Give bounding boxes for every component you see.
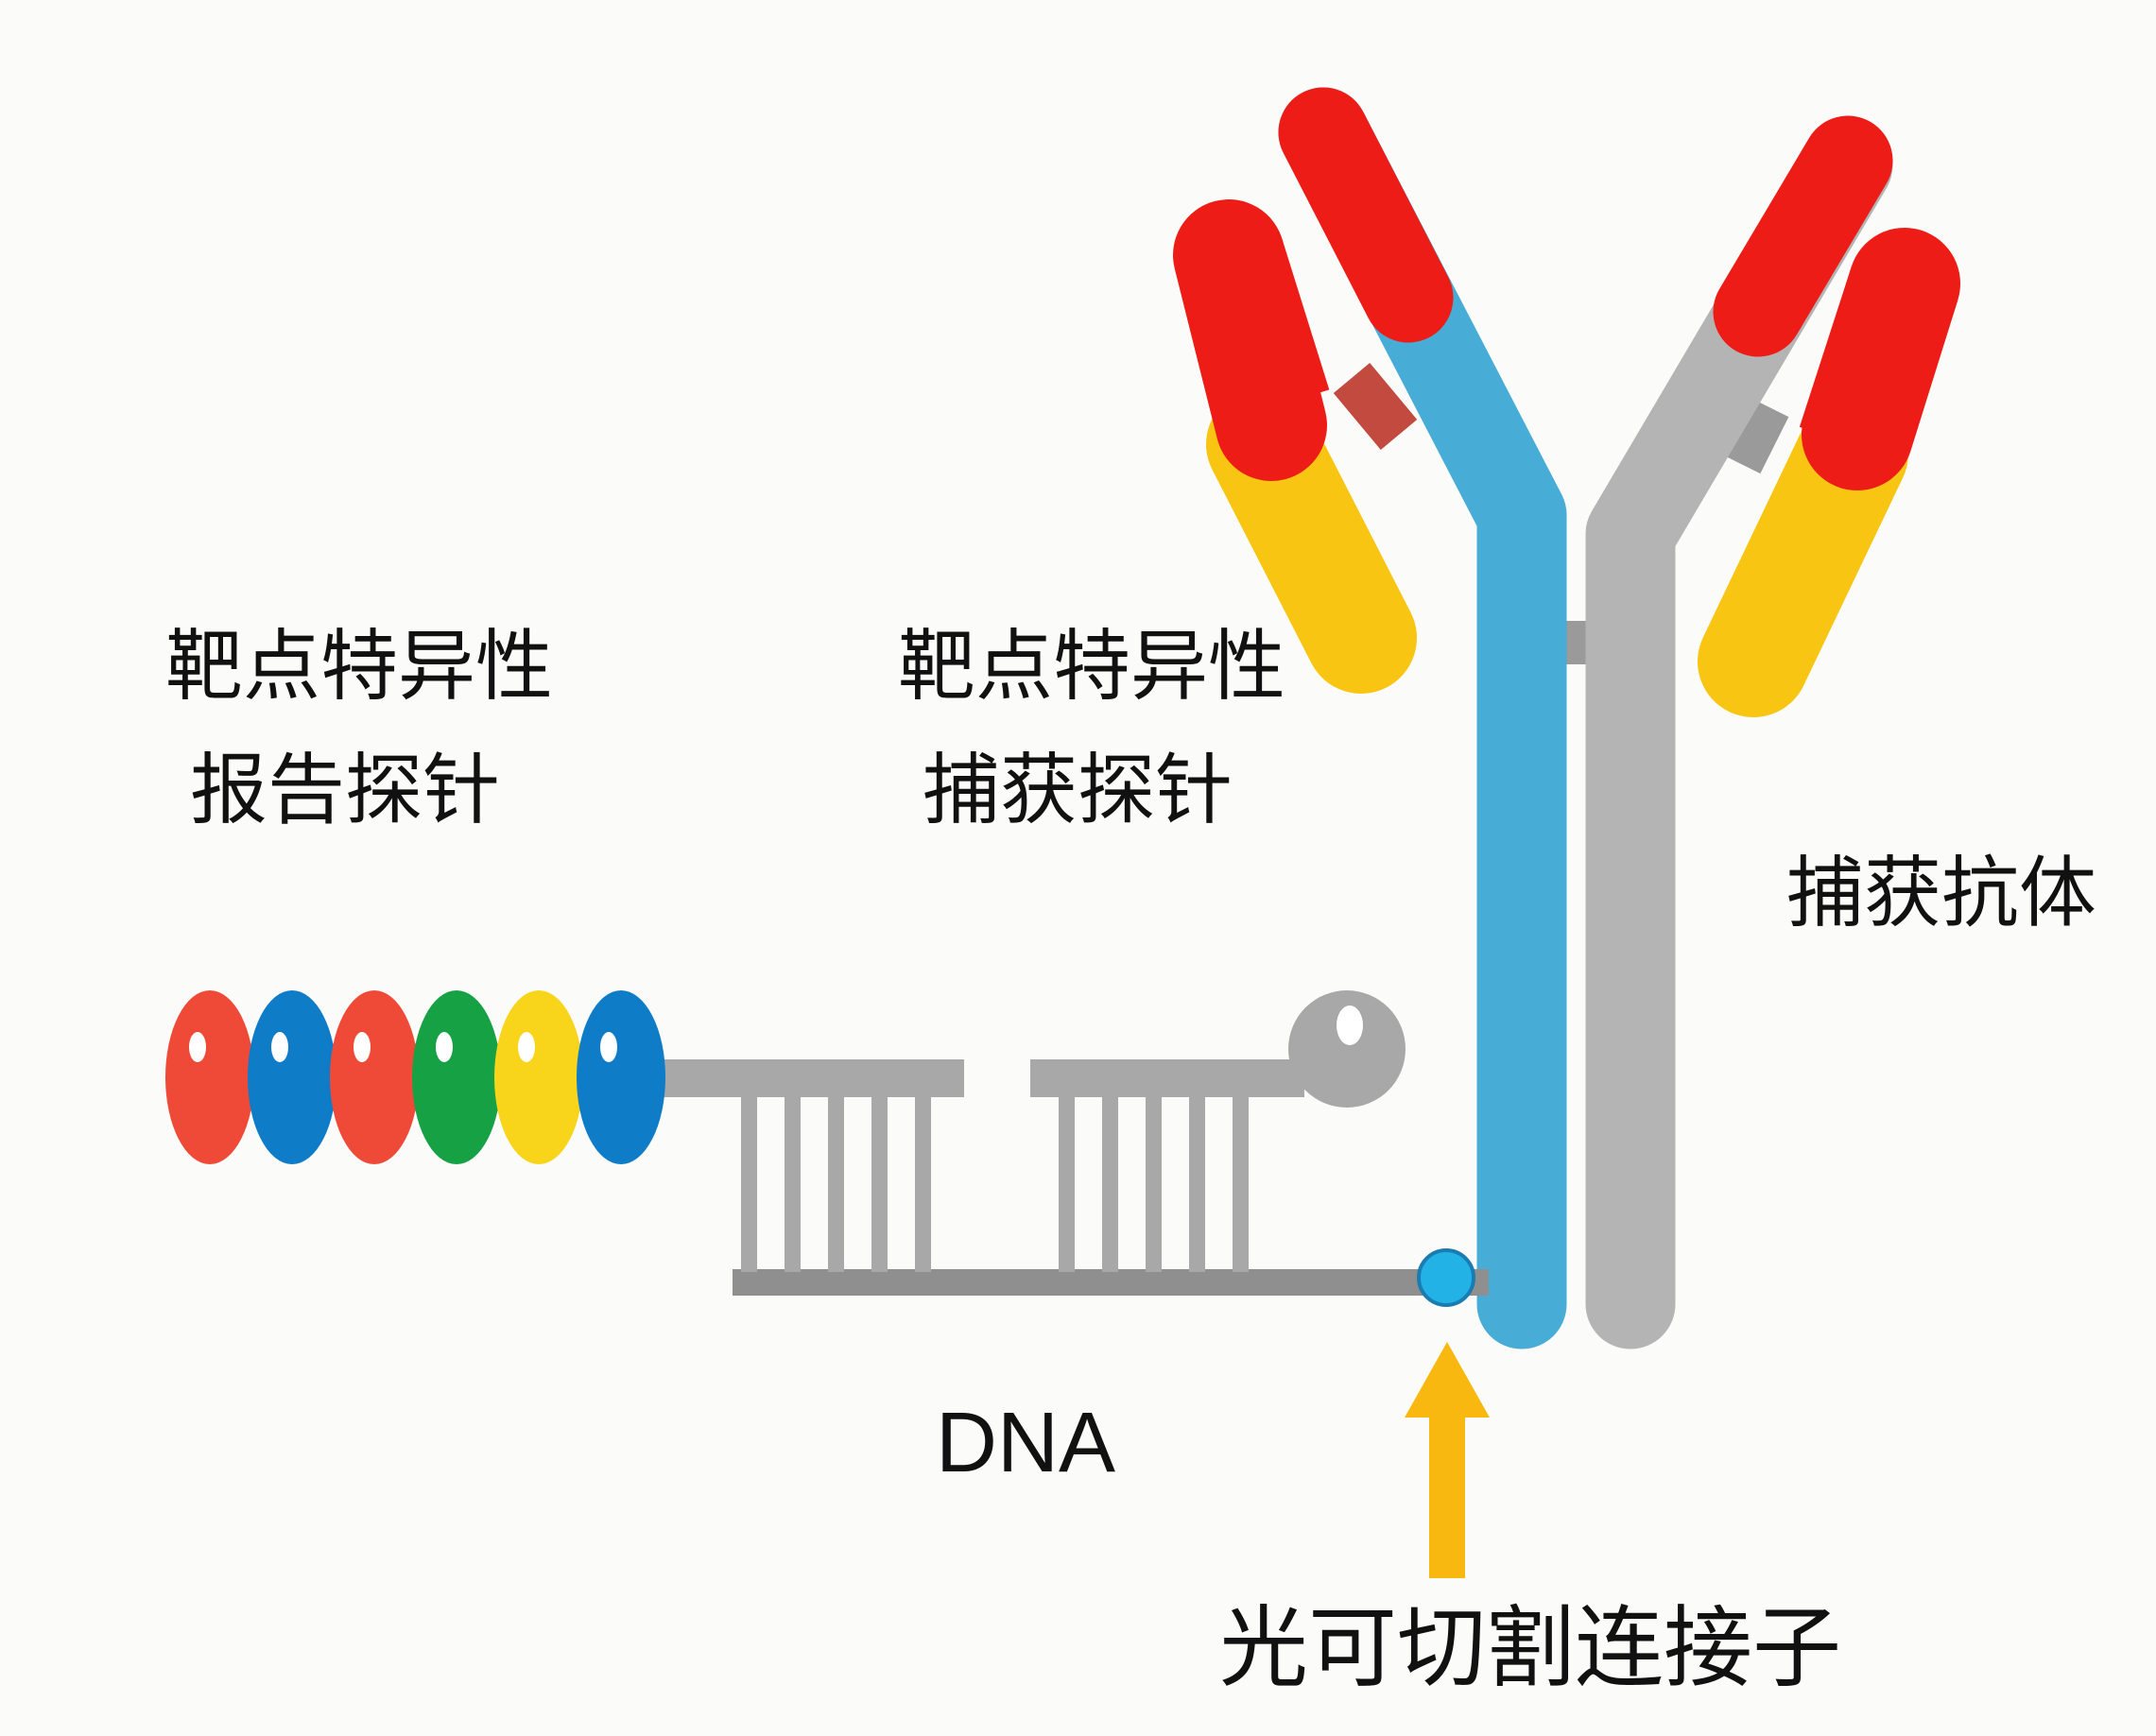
reporter-probe-label-line-1: 靶点特异性 [165, 622, 554, 712]
capture-probe-tag [1288, 990, 1406, 1108]
base-pair [1059, 1096, 1075, 1272]
barcode-bead-highlight [518, 1032, 535, 1062]
left-light-chain-variable-join [1175, 238, 1330, 423]
arrow-head [1405, 1342, 1490, 1418]
capture-antibody [1173, 87, 1960, 1349]
capture-probe-tag-highlight [1337, 1006, 1363, 1045]
left-heavy-chain-variable [1278, 87, 1454, 343]
capture-probe-label-line-1: 靶点特异性 [898, 622, 1286, 712]
base-pair [828, 1096, 844, 1272]
right-fab-bridge [1717, 395, 1789, 474]
base-pair [1189, 1096, 1205, 1272]
base-pair [871, 1096, 888, 1272]
barcode-bead [165, 990, 254, 1164]
right-light-chain-constant [1698, 398, 1908, 717]
barcode-bead [330, 990, 419, 1164]
photocleavable-linker-label: 光可切割连接子 [1219, 1597, 1842, 1700]
dna-duplex [662, 990, 1489, 1296]
capture-probe-label: 靶点特异性 捕获探针 [898, 605, 1286, 852]
barcode-bead-highlight [271, 1032, 288, 1062]
base-pair [1102, 1096, 1118, 1272]
photocleavable-linker [1405, 1248, 1490, 1578]
right-light-chain-variable-join [1799, 266, 1958, 462]
barcode-bead [577, 990, 665, 1164]
base-pair [1233, 1096, 1249, 1272]
dna-label: DNA [936, 1396, 1116, 1490]
barcode-bead-highlight [354, 1032, 371, 1062]
barcode-bead [494, 990, 583, 1164]
reporter-barcode [165, 990, 665, 1164]
capture-base-pairs [1059, 1096, 1249, 1272]
right-heavy-chain-variable [1713, 115, 1893, 357]
linker-bead [1417, 1248, 1475, 1307]
base-pair [785, 1096, 801, 1272]
reporter-probe-label-line-2: 报告探针 [189, 746, 500, 836]
base-pair [741, 1096, 757, 1272]
reporter-base-pairs [741, 1096, 931, 1272]
base-pair [1146, 1096, 1162, 1272]
base-pair [915, 1096, 931, 1272]
reporter-probe-label: 靶点特异性 报告探针 [165, 605, 554, 852]
barcode-bead-highlight [600, 1032, 617, 1062]
barcode-bead [248, 990, 336, 1164]
left-fab-bridge [1333, 362, 1418, 451]
barcode-bead [412, 990, 501, 1164]
barcode-bead-highlight [189, 1032, 206, 1062]
arrow-shaft [1429, 1413, 1465, 1578]
capture-probe-label-line-2: 捕获探针 [922, 746, 1233, 836]
capture-antibody-label: 捕获抗体 [1786, 849, 2097, 938]
barcode-bead-highlight [436, 1032, 453, 1062]
